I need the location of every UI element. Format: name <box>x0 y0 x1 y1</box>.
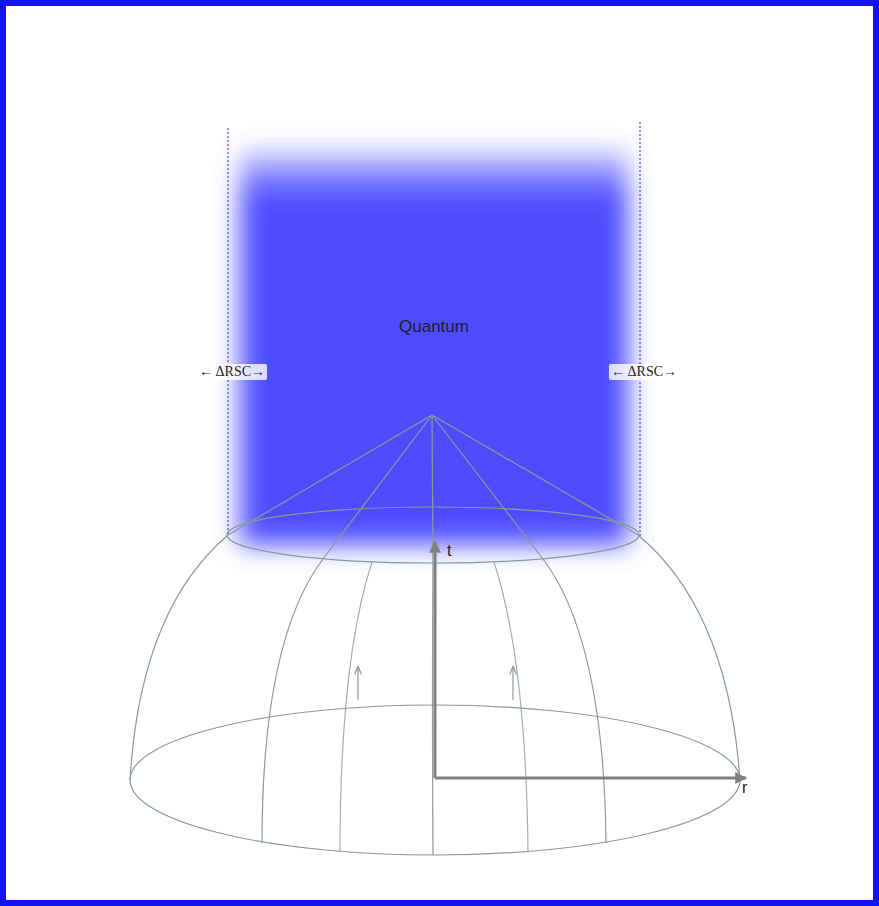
dimension-label: ← ΔRSC→ <box>609 364 679 380</box>
quantum-region: Quantum <box>240 150 628 545</box>
t-axis <box>434 542 437 778</box>
r-axis <box>435 777 746 780</box>
dimension-label: ← ΔRSC→ <box>197 364 267 380</box>
axis-label: t <box>447 542 451 560</box>
quantum-glow <box>240 150 628 545</box>
boundary-line <box>228 128 229 536</box>
axis-label: r <box>742 779 747 797</box>
region-label: Quantum <box>399 317 469 337</box>
boundary-line <box>640 122 641 536</box>
dome-lines <box>130 415 740 855</box>
